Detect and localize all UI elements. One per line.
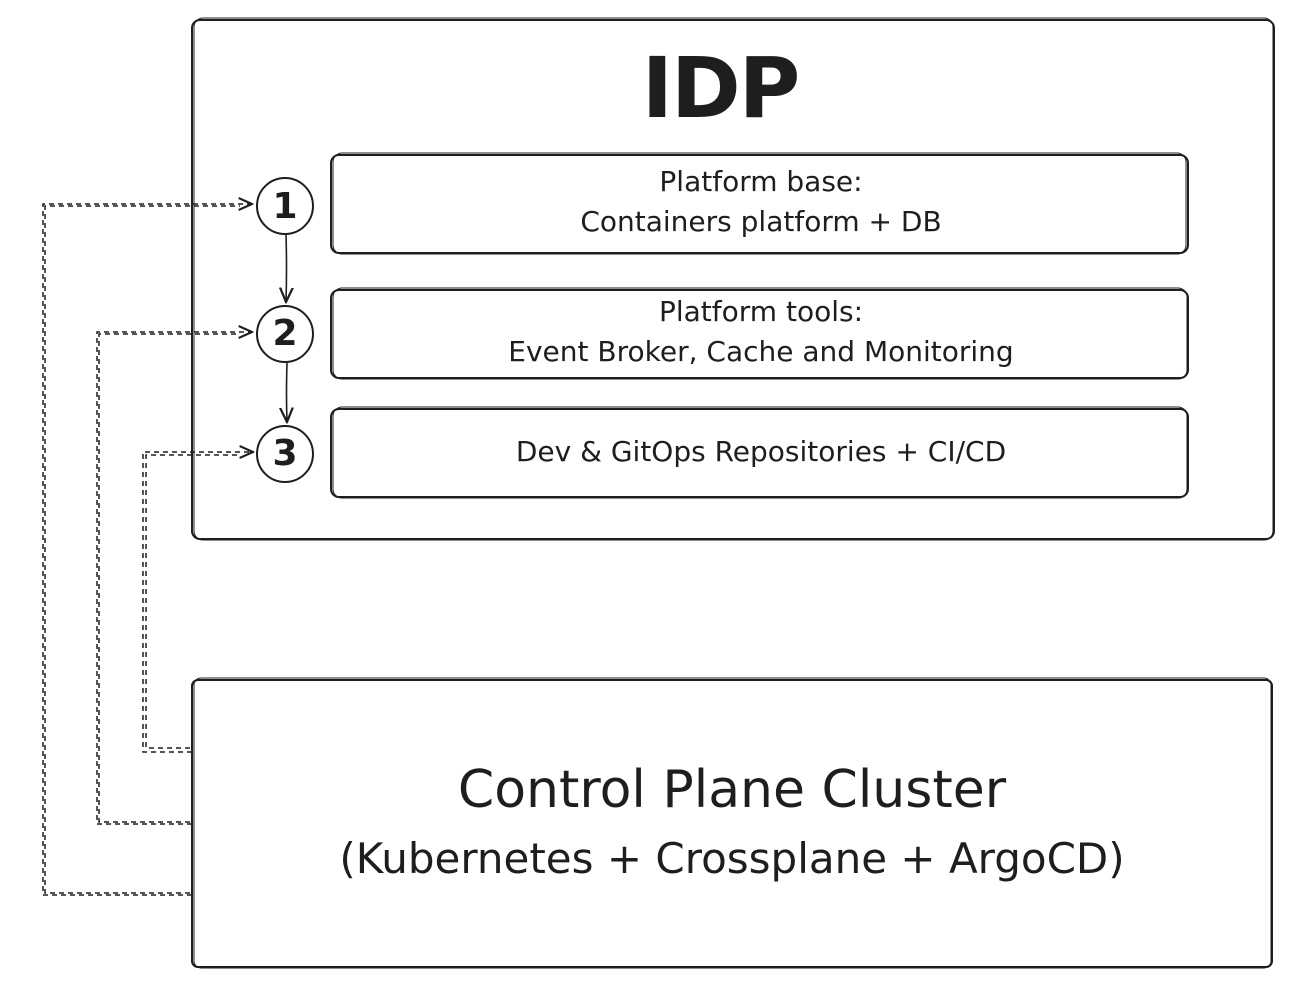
idp-container-sketch (193, 17, 1274, 541)
layer-box-2-sketch (332, 287, 1188, 380)
layer-box-1-sketch (332, 152, 1187, 255)
dashed-connector-step-2-sketch (98, 333, 240, 823)
layer-2-line-2: Event Broker, Cache and Monitoring (508, 335, 1014, 368)
control-plane-subtitle: (Kubernetes + Crossplane + ArgoCD) (339, 834, 1125, 883)
layer-1-line-2: Containers platform + DB (580, 205, 942, 238)
step-number-3: 3 (272, 433, 298, 474)
layer-box-3-sketch (332, 406, 1188, 499)
control-plane-container (191, 679, 1273, 968)
idp-container (191, 19, 1275, 540)
step-circle-3 (256, 425, 314, 483)
dashed-connector-step-3 (142, 452, 253, 753)
layer-box-2 (330, 289, 1189, 379)
control-plane-container-sketch (193, 677, 1272, 969)
step-number-2: 2 (272, 313, 298, 354)
layer-1-label: Platform base: Containers platform + DB (334, 162, 1188, 242)
layer-3-line-1: Dev & GitOps Repositories + CI/CD (515, 435, 1007, 468)
dashed-connector-step-1-sketch (44, 205, 240, 894)
layer-3-label: Dev & GitOps Repositories + CI/CD (334, 432, 1188, 472)
layer-2-line-1: Platform tools: (658, 295, 864, 328)
dashed-connector-step-3-sketch (145, 454, 240, 749)
layer-1-line-1: Platform base: (659, 165, 863, 198)
layer-box-3 (330, 408, 1189, 498)
layer-2-label: Platform tools: Event Broker, Cache and … (334, 292, 1188, 372)
arrow-step-1-to-2 (286, 233, 287, 302)
dashed-connector-step-1 (42, 204, 252, 896)
layer-box-1 (330, 154, 1189, 254)
control-plane-title: Control Plane Cluster (457, 760, 1007, 820)
step-number-1: 1 (272, 186, 298, 227)
step-circle-1 (256, 177, 314, 235)
arrow-step-2-to-3 (287, 362, 288, 422)
step-circle-2 (256, 305, 314, 363)
idp-title: IDP (641, 39, 801, 137)
dashed-connector-step-2 (96, 332, 252, 825)
